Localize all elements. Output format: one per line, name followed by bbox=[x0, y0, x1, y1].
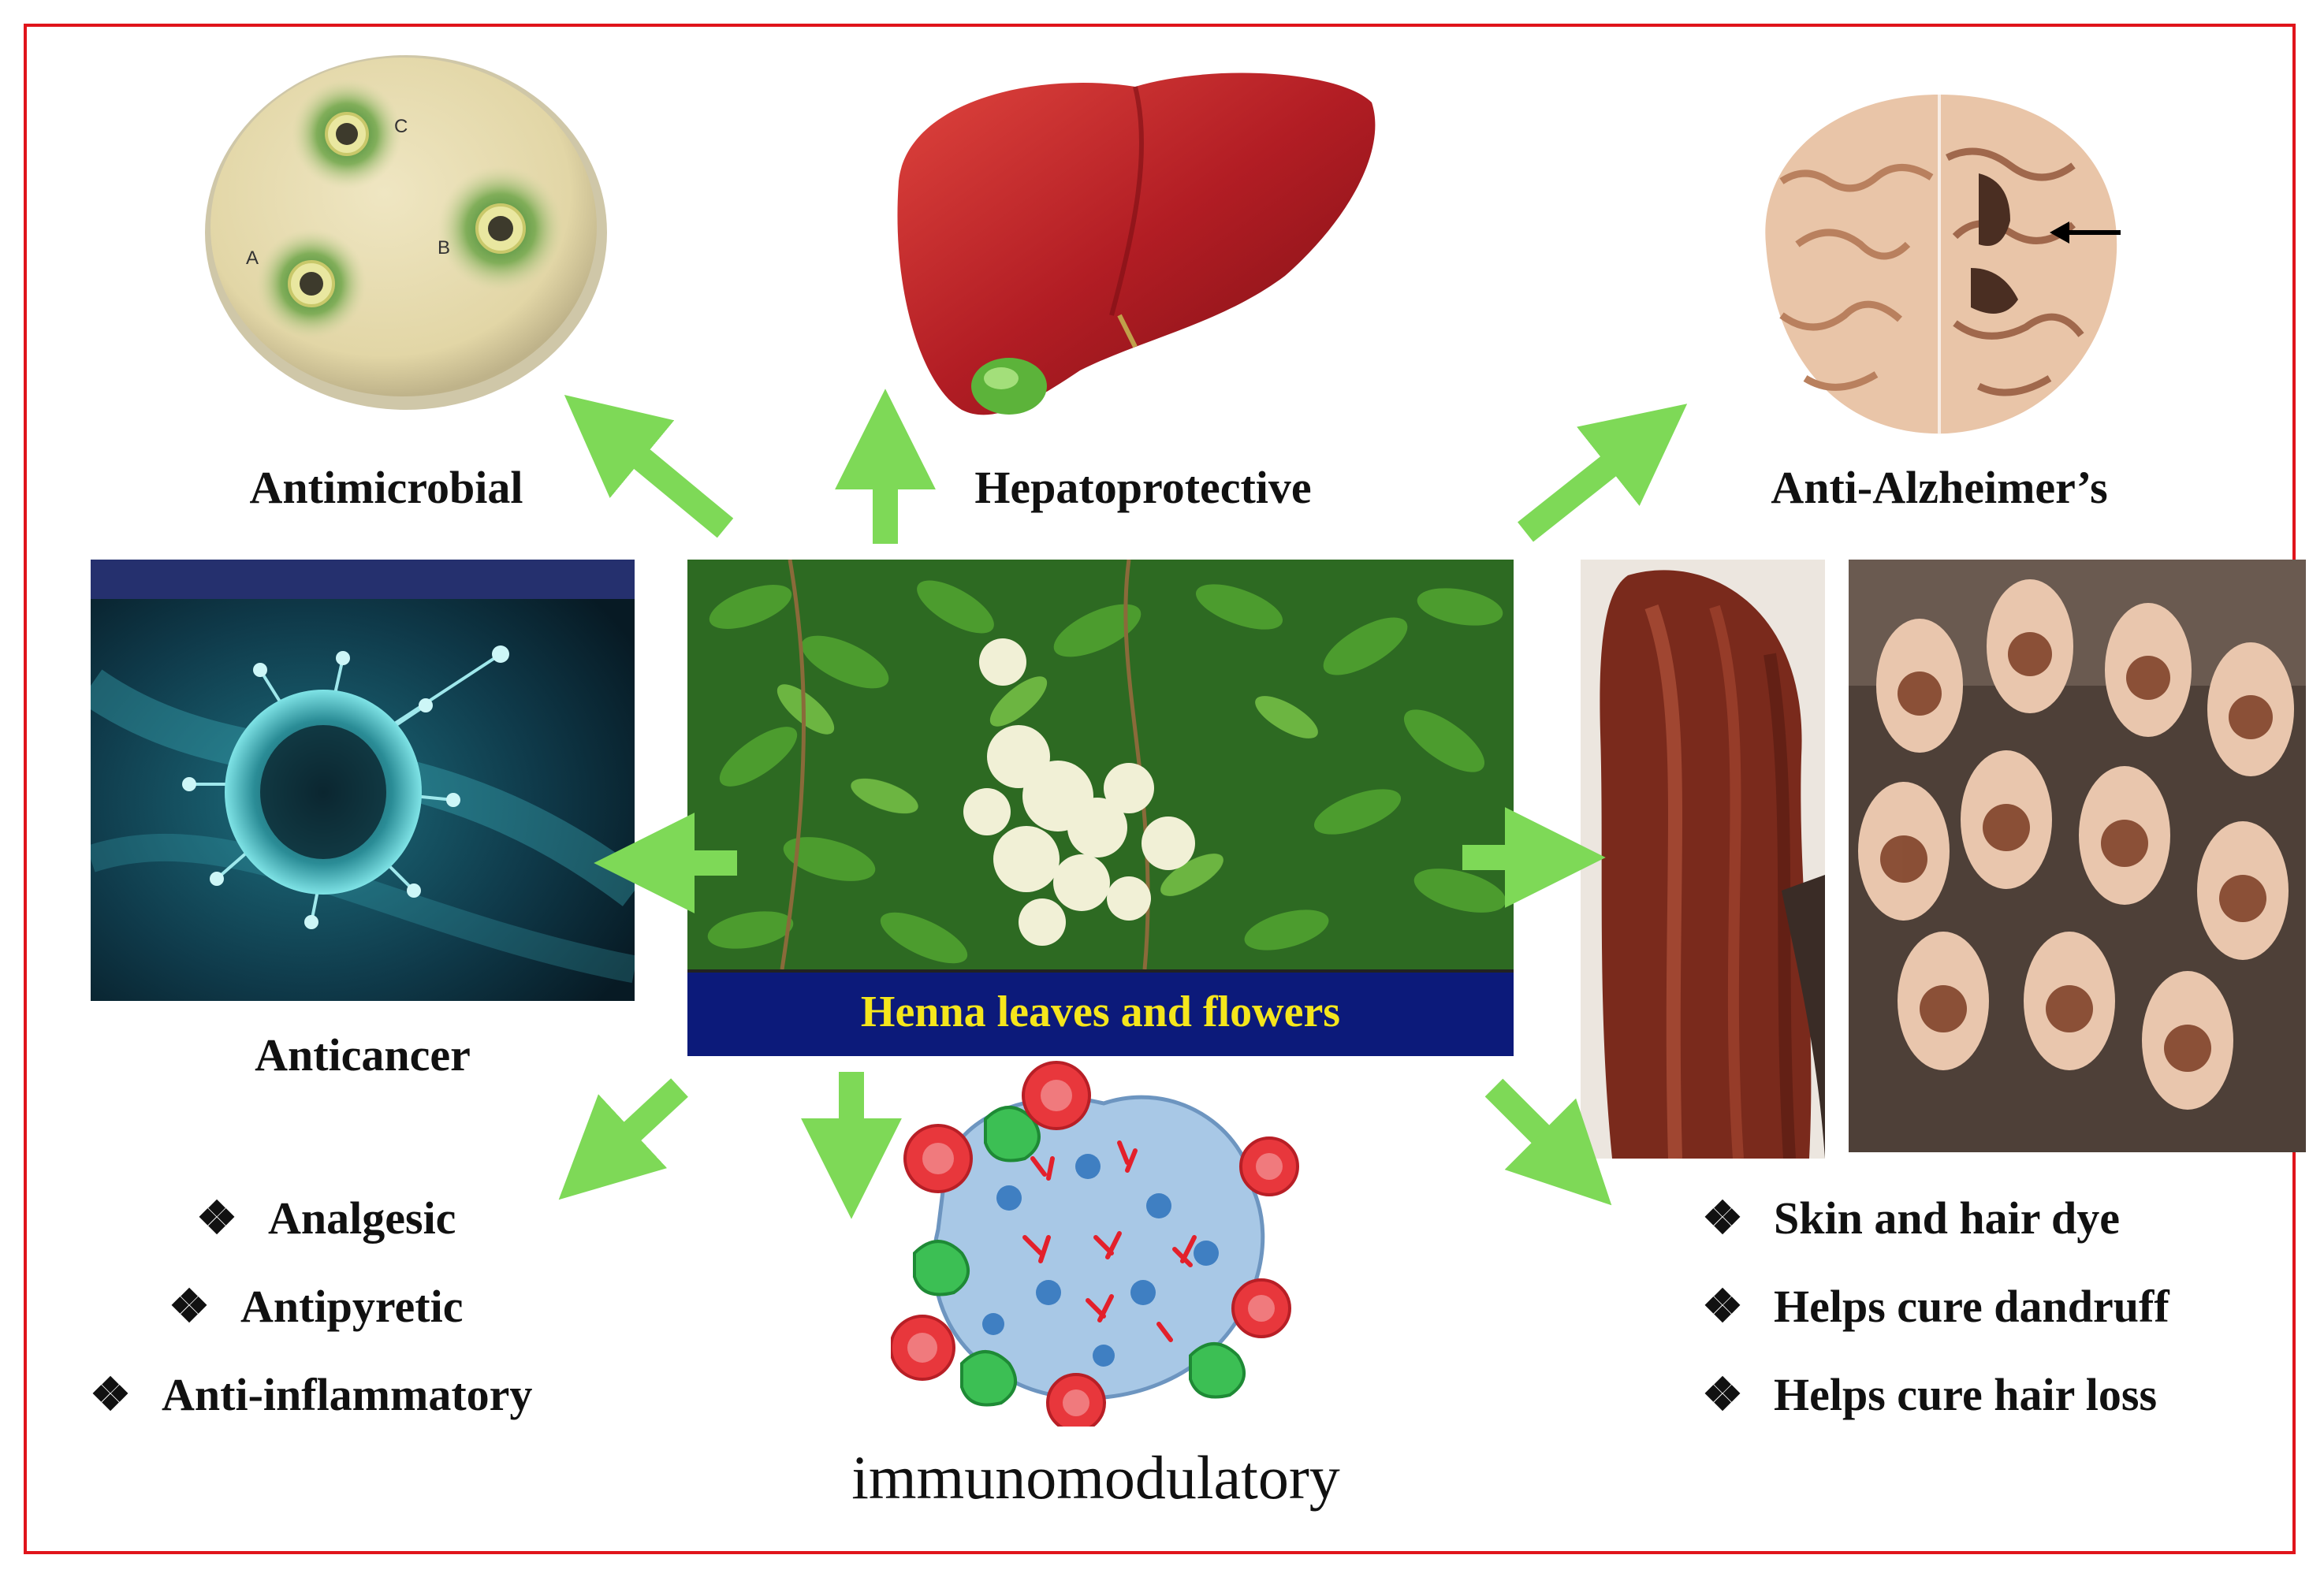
henna-hands-photo bbox=[1849, 560, 2306, 1152]
bullet-text: Antipyretic bbox=[240, 1281, 464, 1332]
bullet-text: Skin and hair dye bbox=[1774, 1192, 2120, 1244]
bullet-diamond-icon: ❖ bbox=[169, 1281, 210, 1332]
immune-cells-image bbox=[891, 1056, 1301, 1427]
bullet-text: Analgesic bbox=[268, 1192, 456, 1244]
bullet-item: ❖ Analgesic bbox=[189, 1174, 456, 1263]
bullet-item: ❖ Helps cure dandruff bbox=[1695, 1263, 2169, 1351]
caption-bar: Henna leaves and flowers bbox=[687, 969, 1514, 1056]
bullets-left-2: ❖ Antipyretic bbox=[162, 1263, 463, 1351]
bullet-item: ❖ Anti-inflammatory bbox=[83, 1351, 532, 1439]
bullets-left-3: ❖ Anti-inflammatory bbox=[83, 1351, 532, 1439]
label-anticancer: Anticancer bbox=[255, 1029, 471, 1081]
cancer-cell-image bbox=[91, 560, 635, 1001]
hair-photo bbox=[1581, 560, 1825, 1159]
label-immunomodulatory: immunomodulatory bbox=[851, 1443, 1340, 1512]
bullet-diamond-icon: ❖ bbox=[1702, 1192, 1743, 1244]
bullet-item: ❖ Helps cure hair loss bbox=[1695, 1351, 2169, 1439]
brain-image bbox=[1750, 87, 2128, 441]
bullet-diamond-icon: ❖ bbox=[1702, 1369, 1743, 1420]
well-label-a: A bbox=[246, 247, 259, 269]
label-antimicrobial: Antimicrobial bbox=[249, 462, 523, 513]
henna-photo: Henna leaves and flowers bbox=[687, 560, 1514, 1056]
bullet-text: Helps cure dandruff bbox=[1774, 1281, 2169, 1332]
well-label-c: C bbox=[394, 116, 408, 137]
bullet-diamond-icon: ❖ bbox=[90, 1369, 131, 1420]
bullets-right: ❖Skin and hair dye ❖Helps cure dandruff … bbox=[1695, 1174, 2169, 1439]
bullet-item: ❖ Skin and hair dye bbox=[1695, 1174, 2169, 1263]
bullet-diamond-icon: ❖ bbox=[196, 1192, 237, 1244]
bullet-text: Anti-inflammatory bbox=[162, 1369, 533, 1420]
well-label-b: B bbox=[438, 237, 450, 259]
label-anti-alzheimers: Anti-Alzheimer’s bbox=[1771, 462, 2108, 513]
caption-text: Henna leaves and flowers bbox=[860, 988, 1341, 1036]
liver-image bbox=[875, 55, 1395, 441]
bullets-left: ❖ Analgesic bbox=[189, 1174, 456, 1263]
label-hepatoprotective: Hepatoprotective bbox=[974, 462, 1312, 513]
bullet-diamond-icon: ❖ bbox=[1702, 1281, 1743, 1332]
bullet-text: Helps cure hair loss bbox=[1774, 1369, 2158, 1420]
bullet-item: ❖ Antipyretic bbox=[162, 1263, 463, 1351]
petri-dish-image: C A B bbox=[181, 47, 623, 426]
